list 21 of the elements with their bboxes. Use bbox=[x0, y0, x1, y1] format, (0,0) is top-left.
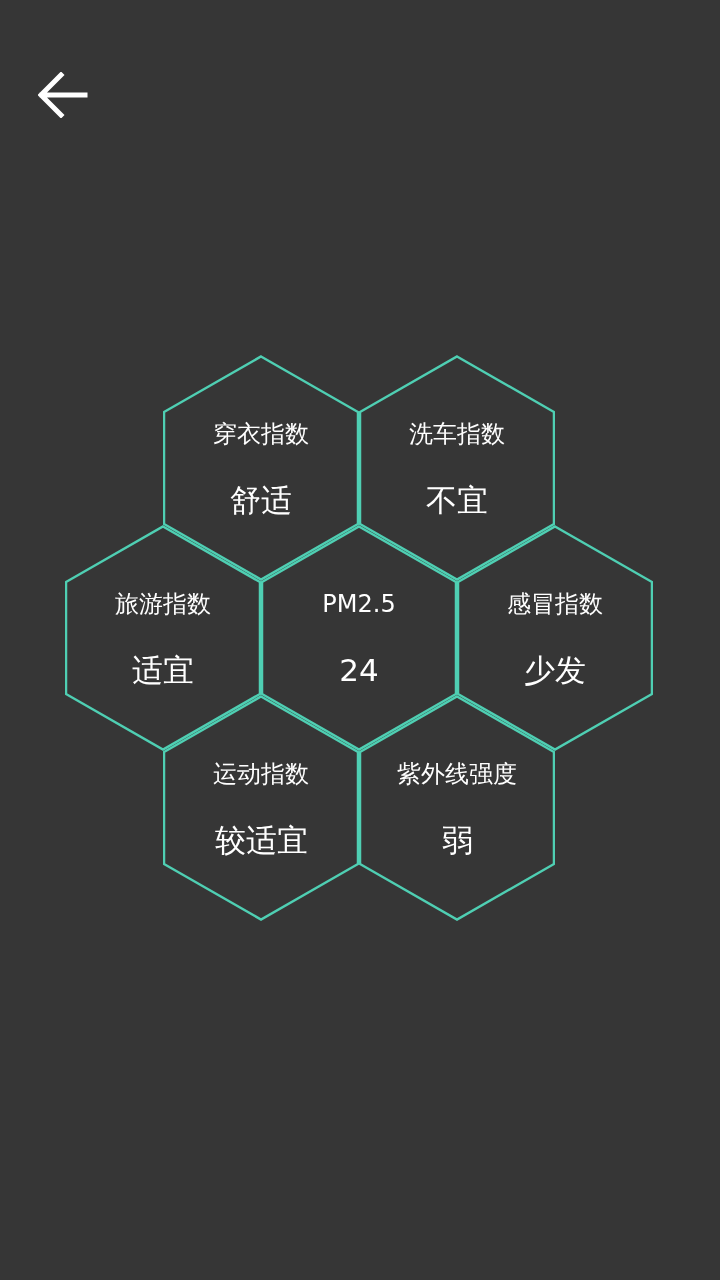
index-title: 紫外线强度 bbox=[396, 759, 518, 789]
hexagon-tile bbox=[65, 525, 261, 751]
index-value: 弱 bbox=[440, 821, 474, 859]
index-title: 运动指数 bbox=[212, 759, 310, 789]
hexagon-tile bbox=[261, 525, 457, 751]
index-value: 适宜 bbox=[131, 651, 195, 689]
hexagon-tile bbox=[457, 525, 653, 751]
index-title: 穿衣指数 bbox=[212, 419, 310, 449]
index-title: 感冒指数 bbox=[506, 589, 604, 619]
index-title: PM2.5 bbox=[321, 589, 397, 619]
hexagon-tile bbox=[163, 355, 359, 581]
hexagon-tile bbox=[359, 355, 555, 581]
index-title: 洗车指数 bbox=[408, 419, 506, 449]
index-title: 旅游指数 bbox=[114, 589, 212, 619]
index-value: 24 bbox=[338, 651, 380, 689]
index-value: 较适宜 bbox=[213, 821, 309, 859]
hexagon-tile bbox=[359, 695, 555, 921]
index-value: 舒适 bbox=[229, 481, 293, 519]
index-value: 少发 bbox=[523, 651, 587, 689]
index-value: 不宜 bbox=[425, 481, 489, 519]
hexagon-tile bbox=[163, 695, 359, 921]
